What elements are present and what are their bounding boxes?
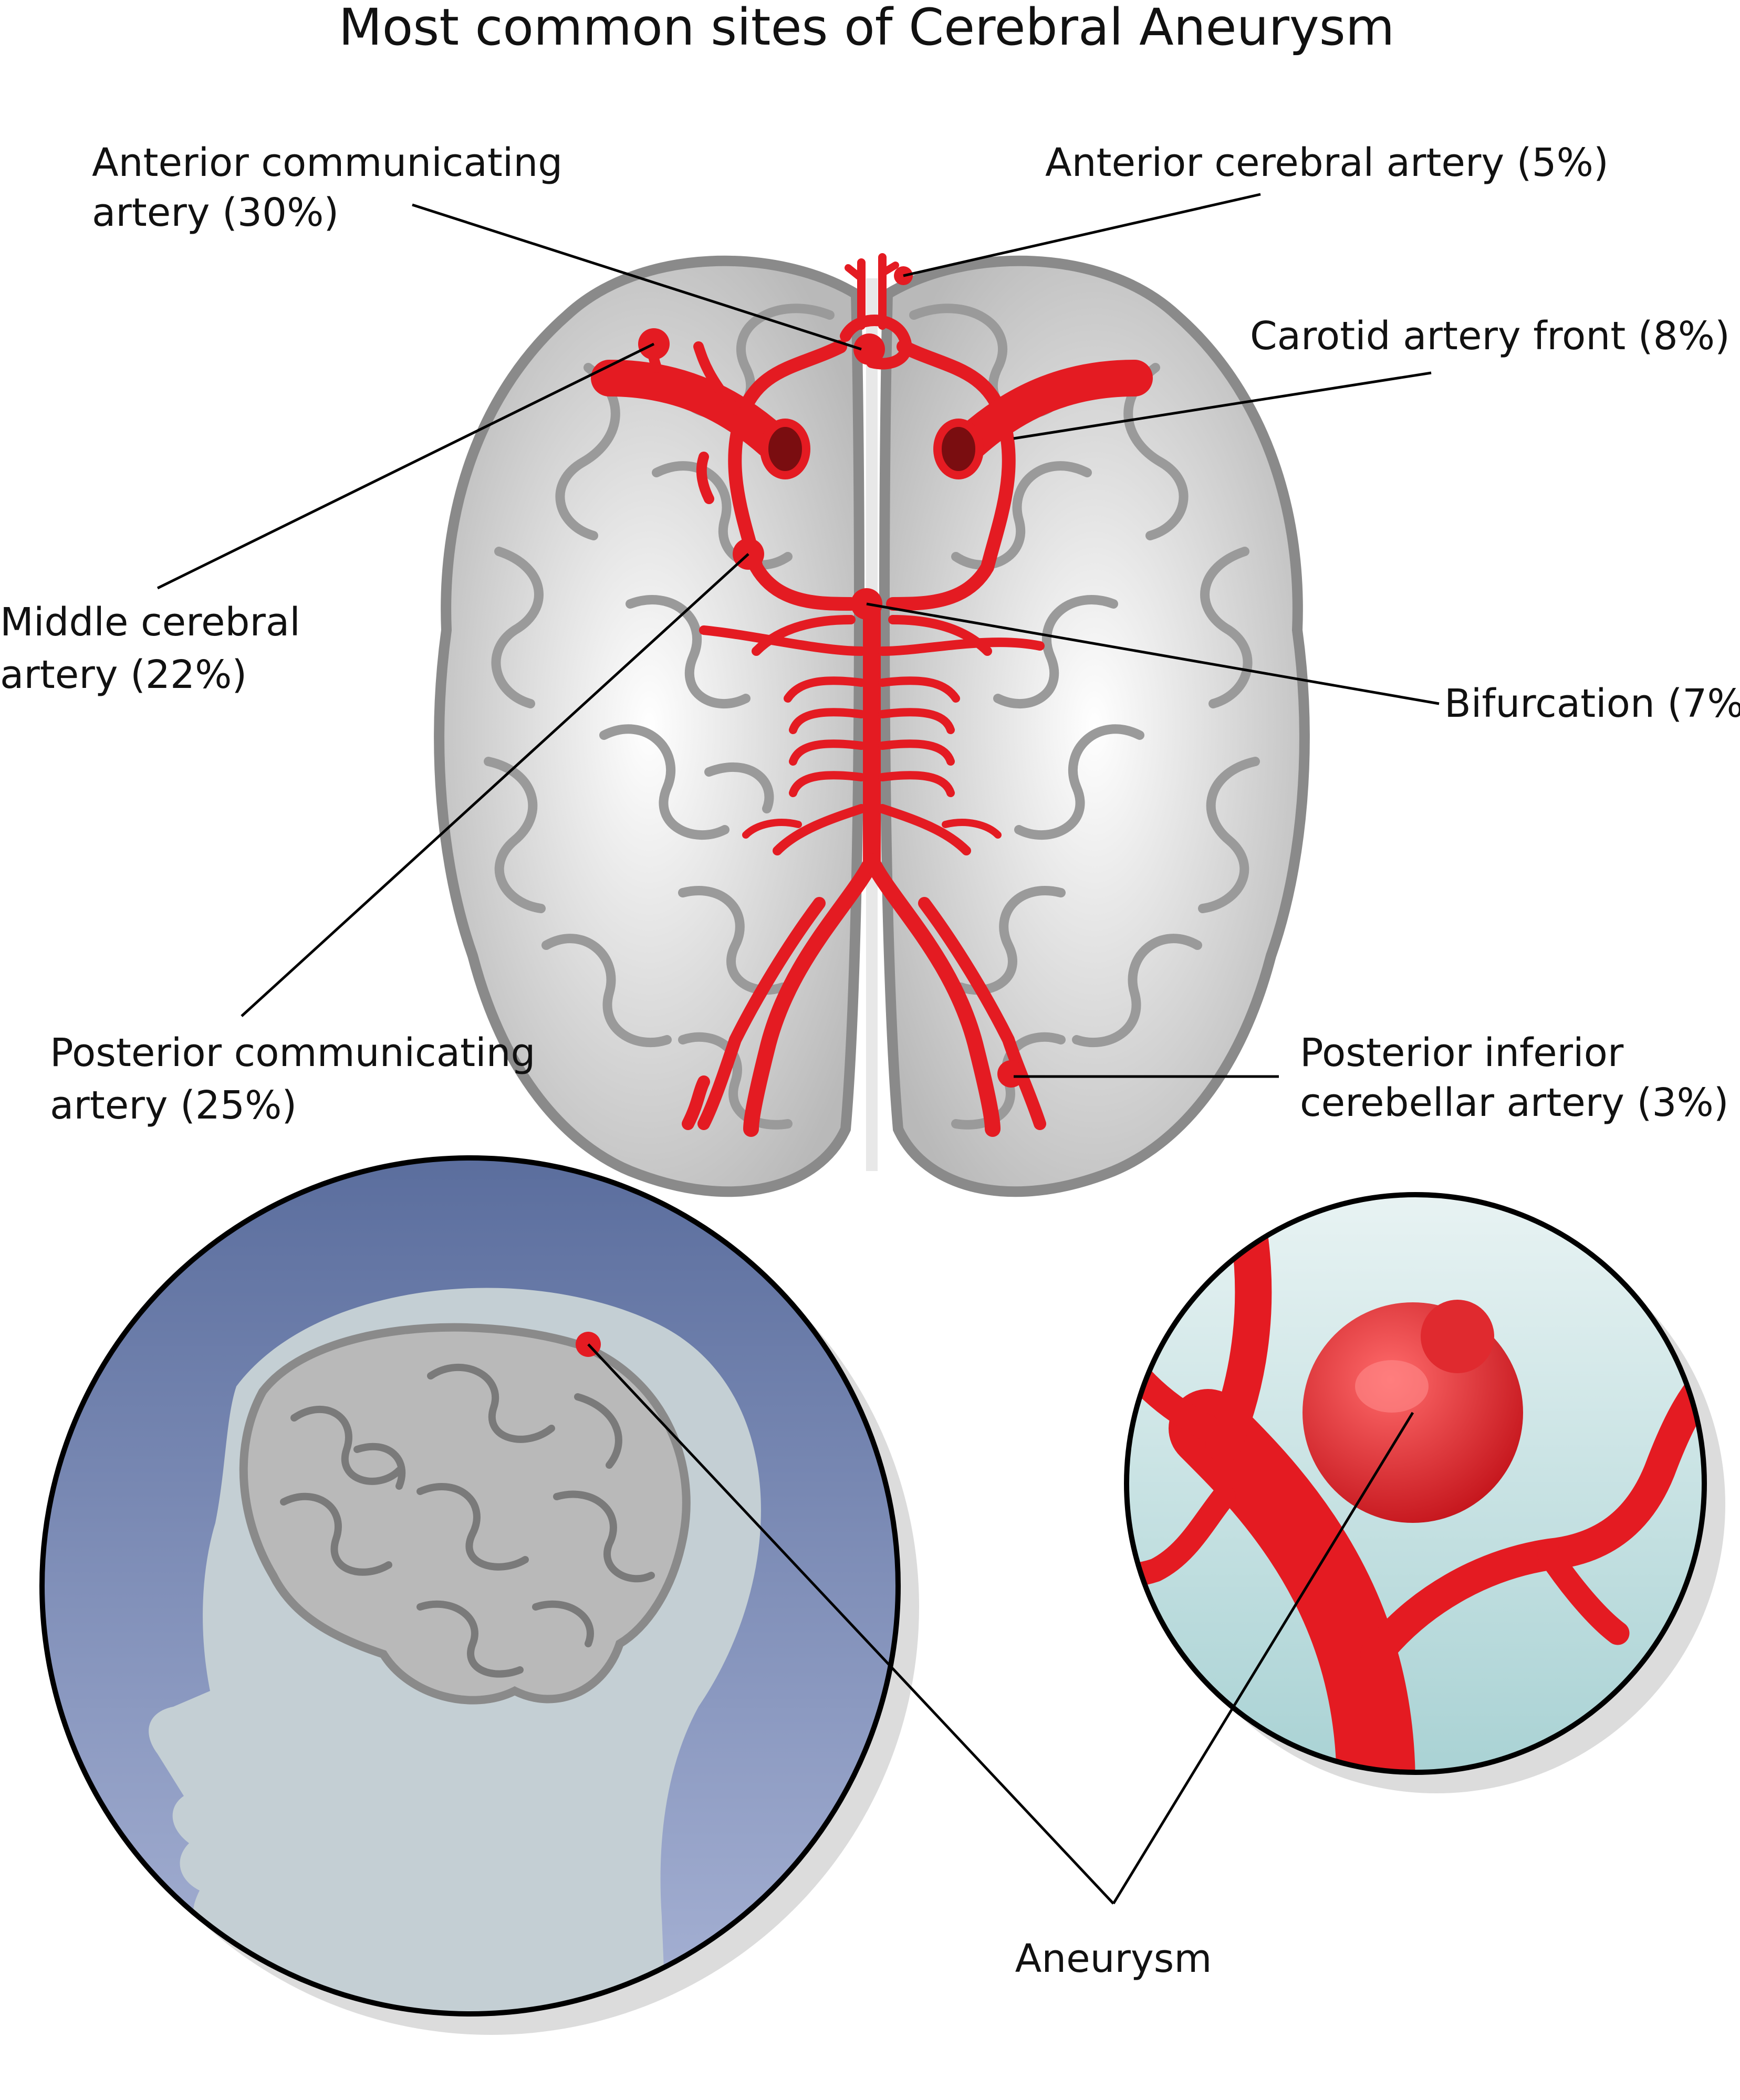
label-pcom-line1: Posterior communicating — [50, 1030, 536, 1075]
left-hemisphere — [434, 255, 864, 1197]
diagram-title: Most common sites of Cerebral Aneurysm — [339, 0, 1395, 57]
label-aneurysm: Aneurysm — [1015, 1936, 1212, 1981]
acom-aneurysm-dot — [853, 333, 885, 365]
label-carotid: Carotid artery front (8%) — [1250, 314, 1730, 359]
head-inset — [39, 1155, 919, 2035]
right-hemisphere — [879, 255, 1310, 1197]
site-labels: Anterior communicating artery (30%) Ante… — [0, 140, 1740, 1128]
aneurysm-leaders — [587, 1343, 1414, 1905]
label-pica-line2: cerebellar artery (3%) — [1300, 1080, 1729, 1125]
label-acom-line2: artery (30%) — [92, 190, 339, 235]
label-pcom-line2: artery (25%) — [50, 1083, 297, 1128]
vessel-inset — [1124, 1192, 1725, 1793]
label-aca: Anterior cerebral artery (5%) — [1045, 140, 1609, 185]
label-mca-line2: artery (22%) — [0, 652, 247, 697]
brain-top-view — [434, 255, 1310, 1197]
pica-aneurysm-dot — [997, 1060, 1025, 1088]
label-pica-line1: Posterior inferior — [1300, 1030, 1624, 1075]
label-mca-line1: Middle cerebral — [0, 600, 300, 645]
aneurysm-bleb — [1421, 1300, 1494, 1373]
leader-lines — [157, 193, 1440, 1078]
circle-of-willis-arteries — [591, 253, 1153, 1137]
label-acom-line1: Anterior communicating — [92, 140, 562, 185]
label-bifurcation: Bifurcation (7%) — [1444, 681, 1740, 726]
